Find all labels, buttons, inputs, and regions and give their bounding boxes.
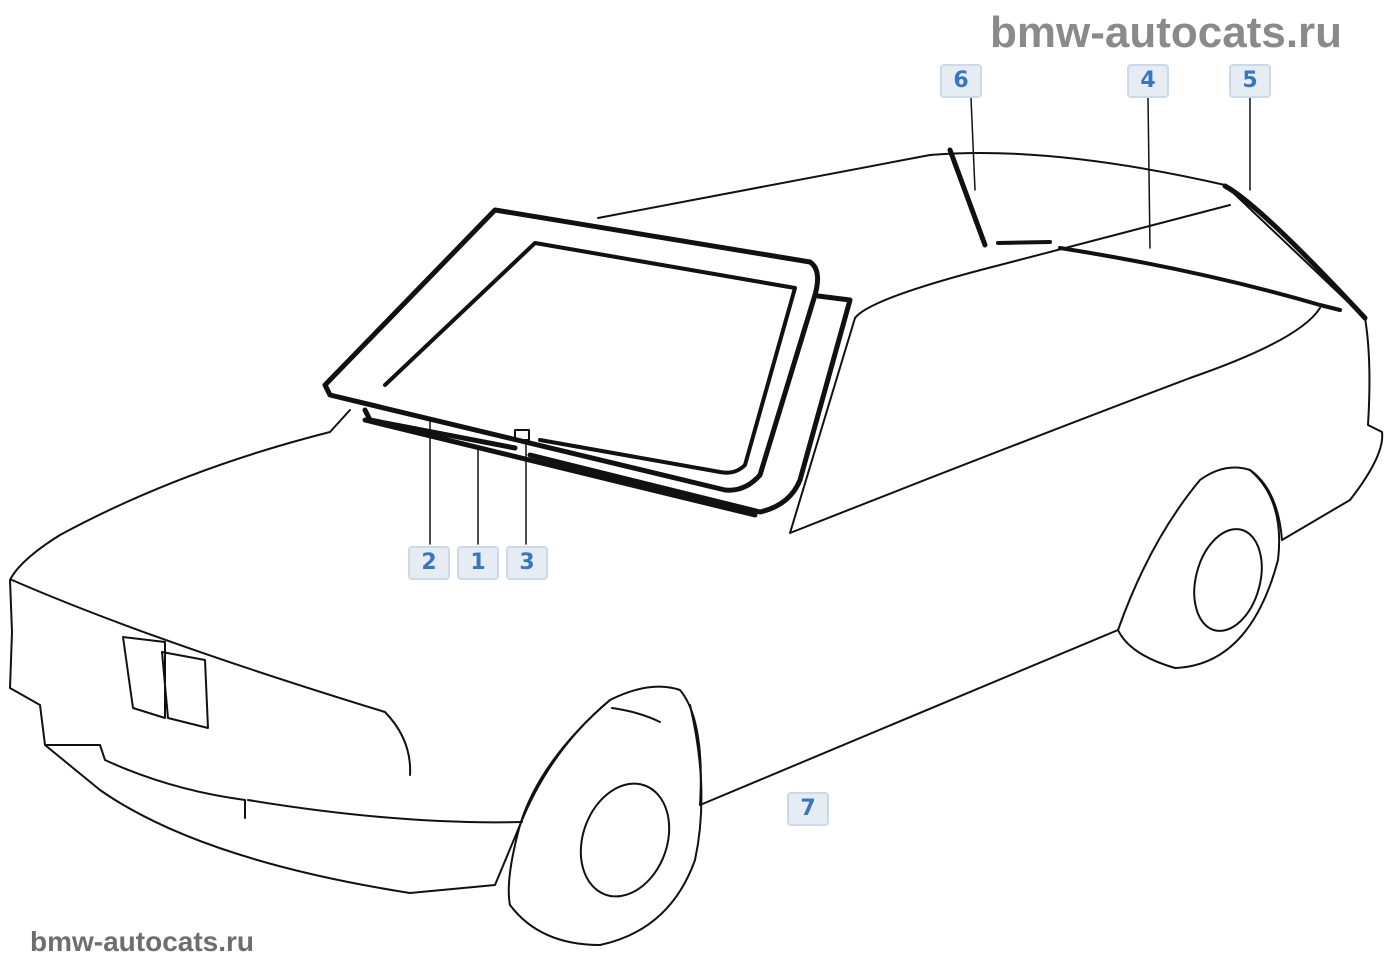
watermark-bottom: bmw-autocats.ru	[30, 926, 255, 957]
front-hub	[579, 782, 671, 898]
cowl-clip	[514, 429, 530, 441]
rear-wheel	[1117, 469, 1281, 669]
watermark-top: bmw-autocats.ru	[990, 8, 1343, 57]
front-wheel	[507, 699, 703, 946]
car-body-outline	[9, 152, 1384, 894]
side-window	[789, 204, 1321, 534]
windshield-outer-seal	[322, 207, 821, 493]
bumper	[44, 744, 523, 824]
roof-trim-4	[996, 240, 1342, 312]
windshield-inner-seal	[383, 241, 797, 475]
callout-5[interactable]: 5	[1229, 64, 1271, 98]
callout-6[interactable]: 6	[940, 64, 982, 98]
leader-lines	[429, 97, 1251, 545]
callout-2[interactable]: 2	[408, 546, 450, 580]
roof-trim-6	[947, 147, 988, 248]
rear-hub	[1193, 528, 1263, 632]
grille	[122, 636, 209, 729]
callout-1[interactable]: 1	[457, 546, 499, 580]
callout-4[interactable]: 4	[1127, 64, 1169, 98]
cowl-seals	[362, 293, 853, 518]
roof-trim-5	[1222, 183, 1368, 321]
callout-7[interactable]: 7	[787, 792, 829, 826]
callout-3[interactable]: 3	[506, 546, 548, 580]
hood-line	[11, 579, 412, 776]
